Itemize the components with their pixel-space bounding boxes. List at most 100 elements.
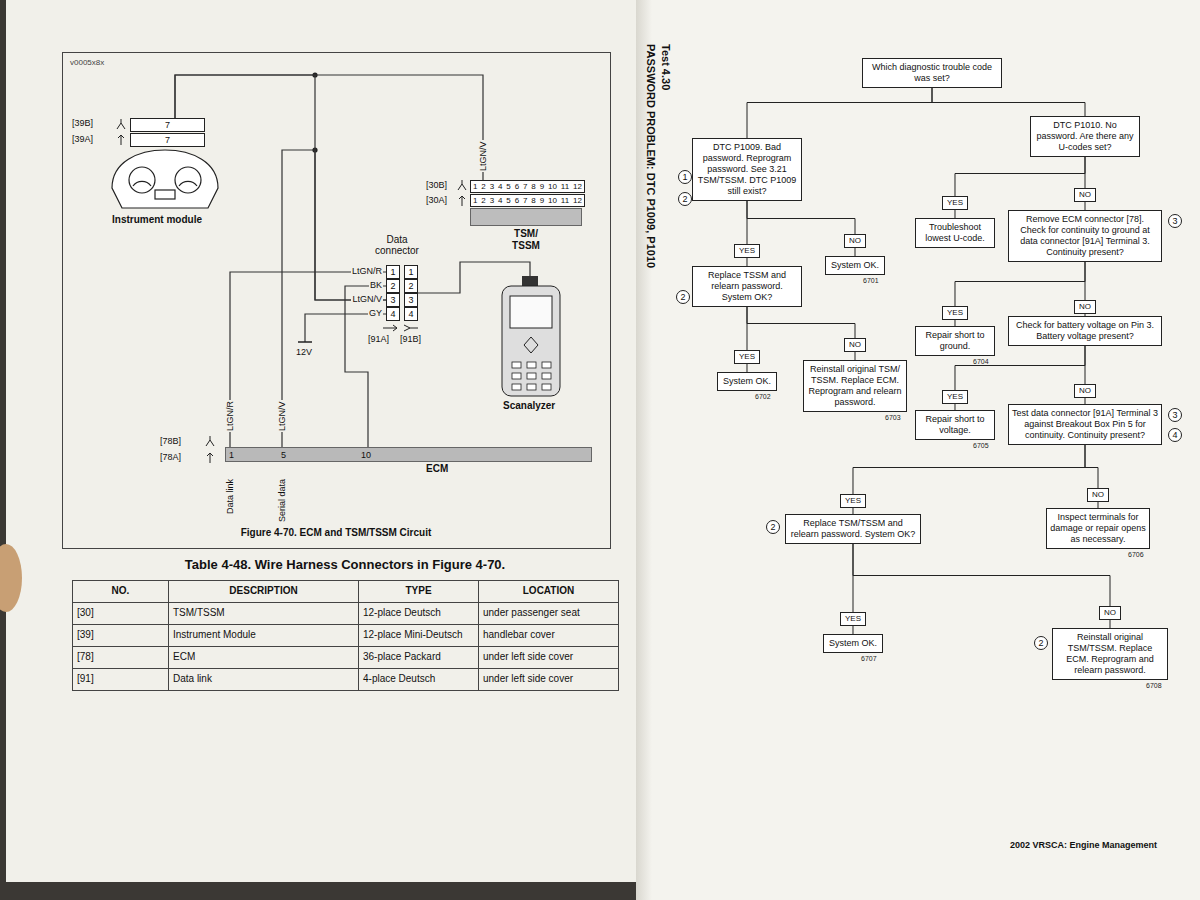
pin-number: 2 — [481, 181, 485, 192]
box-text: Check for battery voltage on Pin 3. Batt… — [1016, 320, 1154, 341]
device-body — [502, 286, 560, 396]
pin-number: 8 — [531, 195, 535, 206]
box-text: Troubleshoot lowest U-code. — [925, 222, 985, 243]
key — [527, 384, 536, 390]
female-symbol — [404, 325, 418, 331]
connector-id: [39A] — [72, 134, 93, 145]
wire-color-label: LtGN/V — [277, 400, 288, 432]
pin-number: 6 — [515, 181, 519, 192]
key — [542, 373, 551, 379]
process-box: Repair short to ground. — [915, 326, 995, 356]
pin-number: 7 — [165, 135, 170, 145]
ecm-connector: 1510ECM — [225, 447, 592, 462]
pin-number: 11 — [561, 195, 569, 206]
key — [512, 384, 521, 390]
table-title: Table 4-48. Wire Harness Connectors in F… — [72, 557, 618, 573]
connector-id: [78B] — [160, 436, 181, 447]
table-cell: [78] — [72, 646, 169, 669]
box-text: YES — [739, 352, 755, 361]
callout-circle: 1 — [678, 170, 692, 184]
connector-id: [39B] — [72, 118, 93, 129]
pin-number: 7 — [523, 181, 527, 192]
scanalyzer-drawing — [502, 276, 560, 396]
pin-number: 3 — [404, 293, 418, 307]
connector-housing: TSM/ TSSM — [470, 208, 582, 226]
decision-answer: YES — [942, 196, 968, 210]
box-text: Reinstall original TSM/TSSM. Replace ECM… — [1066, 632, 1154, 675]
female-symbol — [206, 436, 214, 446]
decision-answer: NO — [1087, 488, 1109, 502]
callout-number: 2 — [1038, 638, 1043, 648]
data-connector-half: 1234 — [404, 265, 418, 321]
box-text: Test data connector [91A] Terminal 3 aga… — [1012, 408, 1158, 440]
wire-color-label: GY — [368, 308, 383, 319]
pin-number: 10 — [548, 195, 557, 206]
pin-number: 1 — [473, 181, 477, 192]
key — [512, 373, 521, 379]
flow-line — [747, 88, 932, 138]
pin-number: 7 — [165, 120, 170, 130]
table-header: TYPE — [358, 580, 479, 603]
box-text: DTC P1010. No password. Are there any U-… — [1036, 120, 1133, 152]
figure-caption: Figure 4-70. ECM and TSM/TSSM Circuit — [62, 527, 610, 539]
table-cell: under passenger seat — [478, 602, 619, 625]
key — [542, 362, 551, 368]
box-text: System OK. — [829, 638, 877, 648]
box-text: YES — [947, 198, 963, 207]
process-box: Replace TSSM and relearn password. Syste… — [692, 266, 802, 307]
table-cell: ECM — [168, 646, 359, 669]
callout-number: 2 — [680, 292, 685, 302]
callout-number: 3 — [1172, 410, 1177, 420]
box-text: DTC P1009. Bad password. Reprogram passw… — [698, 142, 797, 196]
table-header: LOCATION — [478, 580, 619, 603]
key — [542, 384, 551, 390]
box-text: YES — [947, 308, 963, 317]
text-label: Scanalyzer — [503, 400, 555, 411]
process-box: DTC P1010. No password. Are there any U-… — [1030, 116, 1140, 157]
decision-answer: NO — [844, 338, 866, 352]
flow-line — [853, 445, 1085, 494]
pin-number: 10 — [548, 181, 557, 192]
flow-line — [747, 201, 855, 234]
data-connector-half: 1234 — [386, 265, 400, 321]
process-box: Reinstall original TSM/ TSSM. Replace EC… — [803, 360, 907, 412]
flow-line — [932, 88, 1085, 116]
flow-line — [853, 544, 1110, 606]
text-label: 12V — [296, 347, 312, 358]
pin-number: 1 — [404, 265, 418, 279]
box-text: Replace TSM/TSSM and relearn password. S… — [791, 518, 916, 539]
pin-number: 4 — [498, 181, 502, 192]
table-cell: 12-place Mini-Deutsch — [358, 624, 479, 647]
process-box: Check for battery voltage on Pin 3. Batt… — [1008, 316, 1162, 346]
pin-number: 2 — [481, 195, 485, 206]
wire-color-label: BK — [369, 280, 383, 291]
flow-line — [855, 248, 856, 256]
text-label: Data link — [225, 479, 236, 514]
male-symbol — [207, 453, 213, 463]
male-symbol — [459, 196, 465, 206]
box-text: Reinstall original TSM/ TSSM. Replace EC… — [808, 364, 901, 407]
gauge-display — [155, 190, 175, 199]
step-number: 6704 — [973, 357, 989, 366]
flow-line — [1085, 445, 1098, 488]
pin-number: 2 — [386, 279, 400, 293]
box-text: System OK. — [723, 376, 771, 386]
wire-color-label: LtGN/R — [351, 266, 383, 277]
step-number: 6701 — [863, 276, 879, 285]
process-box: System OK. — [825, 256, 885, 275]
test-heading: PASSWORD PROBLEM: DTC P1009, P1010 — [644, 44, 657, 268]
decision-answer: YES — [734, 350, 760, 364]
pin-number: 5 — [506, 195, 510, 206]
connector-symbols — [117, 119, 466, 463]
box-text: YES — [947, 392, 963, 401]
part-name: ECM — [426, 463, 448, 475]
decision-answer: YES — [942, 390, 968, 404]
callout-circle: 2 — [678, 192, 692, 206]
box-text: NO — [849, 236, 861, 245]
male-symbol — [118, 135, 124, 145]
wire — [230, 272, 386, 447]
callout-circle: 3 — [1168, 408, 1182, 422]
flow-line — [746, 364, 747, 372]
female-symbol — [458, 180, 466, 190]
callout-circle: 4 — [1168, 428, 1182, 442]
